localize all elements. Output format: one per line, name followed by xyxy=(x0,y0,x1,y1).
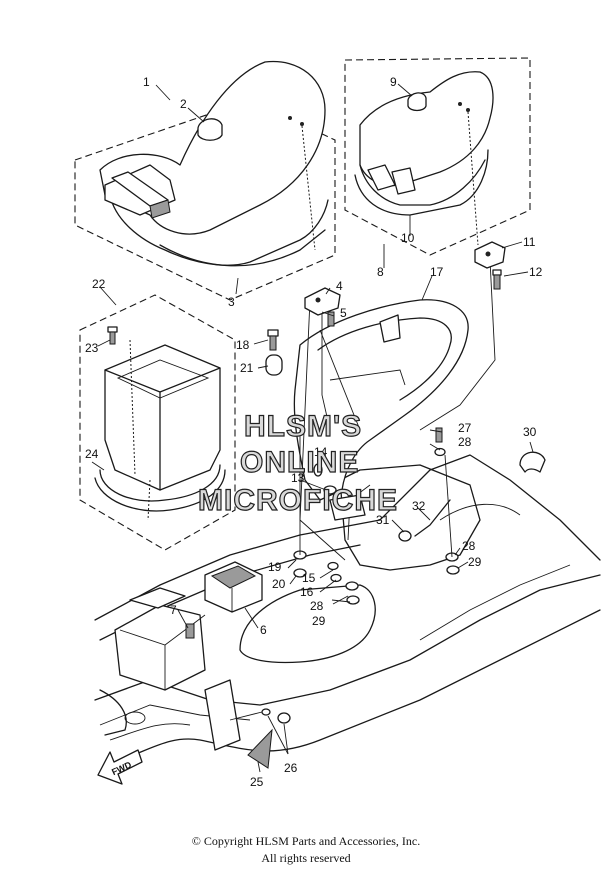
callout-32: 32 xyxy=(412,499,426,513)
callout-18: 18 xyxy=(236,338,250,352)
callout-21: 21 xyxy=(240,361,254,375)
leader-lines xyxy=(91,83,534,773)
rear-seat xyxy=(354,71,494,246)
rear-cowl xyxy=(293,299,469,521)
bolt-27 xyxy=(435,427,443,443)
seat-latch-front xyxy=(304,287,341,316)
callout-4: 4 xyxy=(336,279,343,293)
callout-20: 20 xyxy=(272,577,286,591)
front-seat xyxy=(99,60,329,267)
callout-14: 14 xyxy=(314,445,328,459)
rights-line: All rights reserved xyxy=(261,851,351,865)
callout-8: 8 xyxy=(377,265,384,279)
callout-26: 26 xyxy=(284,761,298,775)
watermark-line3: MICROFICHE xyxy=(198,484,398,517)
bolt-23 xyxy=(107,326,118,345)
callout-24: 24 xyxy=(85,447,99,461)
callout-29b: 29 xyxy=(312,614,326,628)
washers xyxy=(293,447,460,605)
callout-6: 6 xyxy=(260,623,267,637)
switch-box-6 xyxy=(204,561,263,613)
cable-32 xyxy=(414,499,451,537)
callout-labels: 1 2 3 4 5 6 7 8 9 10 11 12 13 14 15 16 1… xyxy=(85,75,543,789)
group-box-storage-bin xyxy=(79,294,236,551)
callout-7: 7 xyxy=(170,603,177,617)
callout-28a: 28 xyxy=(458,435,472,449)
callout-3: 3 xyxy=(228,295,235,309)
lock-cable-2 xyxy=(419,259,496,431)
group-box-seat-rear xyxy=(344,57,531,256)
callout-31: 31 xyxy=(376,513,390,527)
watermark: HLSM'S ONLINE MICROFICHE xyxy=(197,409,398,517)
callout-28c: 28 xyxy=(310,599,324,613)
copyright-line: © Copyright HLSM Parts and Accessories, … xyxy=(191,834,421,848)
callout-10: 10 xyxy=(401,231,415,245)
watermark-line2: ONLINE xyxy=(240,446,359,479)
callout-22: 22 xyxy=(92,277,106,291)
callout-29a: 29 xyxy=(468,555,482,569)
callout-28b: 28 xyxy=(462,539,476,553)
callout-11: 11 xyxy=(523,235,536,249)
callout-19: 19 xyxy=(268,560,282,574)
spacer-21 xyxy=(265,354,283,376)
callout-12: 12 xyxy=(529,265,543,279)
storage-bin xyxy=(94,339,226,521)
callout-23: 23 xyxy=(85,341,99,355)
callout-25: 25 xyxy=(250,775,264,789)
callout-13: 13 xyxy=(291,471,305,485)
bolt-5 xyxy=(327,311,335,327)
callout-27: 27 xyxy=(458,421,472,435)
bolt-18 xyxy=(267,329,279,351)
watermark-line1: HLSM'S xyxy=(244,410,362,443)
callout-2: 2 xyxy=(180,97,187,111)
callout-30: 30 xyxy=(523,425,537,439)
hull-deck xyxy=(94,454,601,769)
clip-30 xyxy=(519,451,546,473)
callout-1: 1 xyxy=(143,75,150,89)
callout-5: 5 xyxy=(340,306,347,320)
callout-16: 16 xyxy=(300,585,314,599)
fwd-arrow-icon: FWD xyxy=(97,749,143,785)
callout-9: 9 xyxy=(390,75,397,89)
callout-17: 17 xyxy=(430,265,444,279)
bolt-7 xyxy=(185,623,195,639)
bolt-12 xyxy=(492,269,502,290)
callout-15: 15 xyxy=(302,571,316,585)
